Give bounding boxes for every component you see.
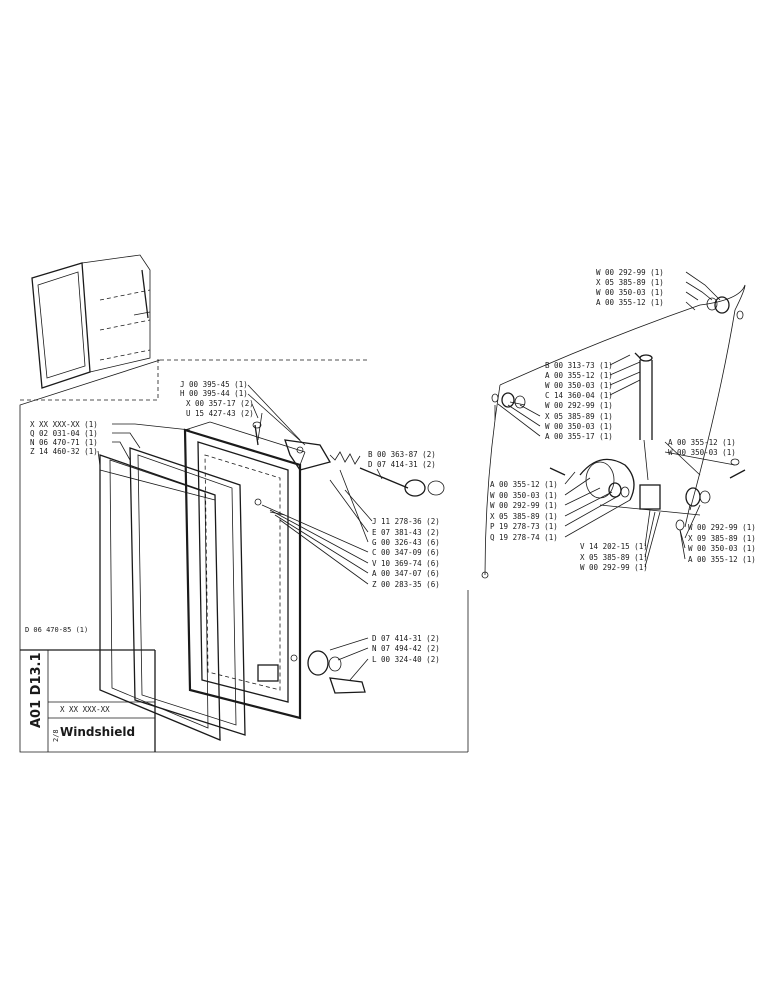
leader-lines-main xyxy=(97,384,383,681)
callout-tr-ll-x05385: X 05 385-89 (1) xyxy=(490,512,558,521)
callout-tr-ra-w00350: W 00 350-03 (1) xyxy=(668,448,736,457)
left-callout-labels: X XX XXX-XX (1) Q 02 031-04 (1) N 06 470… xyxy=(25,420,98,634)
callout-tr-a00355-17: A 00 355-17 (1) xyxy=(545,432,613,441)
right-callout-labels: W 00 292-99 (1) X 05 385-89 (1) W 00 350… xyxy=(490,268,756,572)
callout-tr-a00355: A 00 355-12 (1) xyxy=(596,298,664,307)
callout-e07381: E 07 381-43 (2) xyxy=(372,528,440,537)
callout-tr-mid-w00350-b: W 00 350-03 (1) xyxy=(545,422,613,431)
top-callout-labels: J 00 395-45 (1) H 00 395-44 (1) X 00 357… xyxy=(180,380,436,469)
callout-d07414-top: D 07 414-31 (2) xyxy=(368,460,436,469)
callout-x00357: X 00 357-17 (2) xyxy=(186,399,254,408)
callout-tr-q19278: Q 19 278-74 (1) xyxy=(490,533,558,542)
callout-tr-w00292: W 00 292-99 (1) xyxy=(596,268,664,277)
callout-tr-ll-a00355: A 00 355-12 (1) xyxy=(490,480,558,489)
cable-linkage-illustration xyxy=(481,284,746,579)
page-title: Windshield xyxy=(60,725,135,739)
callout-tr-mid-w00292: W 00 292-99 (1) xyxy=(545,401,613,410)
callout-tr-ll-w00350: W 00 350-03 (1) xyxy=(490,491,558,500)
callout-x-part: X XX XXX-XX (1) xyxy=(30,420,98,429)
callout-a00347: A 00 347-07 (6) xyxy=(372,569,440,578)
title-block: A01 D13.1 2/8 X XX XXX-XX Windshield xyxy=(20,649,156,752)
callout-tr-v14202: V 14 202-15 (1) xyxy=(580,542,648,551)
callout-g00326: G 00 326-43 (6) xyxy=(372,538,440,547)
callout-tr-mid-a00355: A 00 355-12 (1) xyxy=(545,371,613,380)
callout-n07494: N 07 494-42 (2) xyxy=(372,644,440,653)
callout-tr-rb-x09385: X 09 385-89 (1) xyxy=(688,534,756,543)
callout-tr-rb-a00355: A 00 355-12 (1) xyxy=(688,555,756,564)
callout-b00363: B 00 363-87 (2) xyxy=(368,450,436,459)
cab-inset-illustration xyxy=(20,254,159,401)
callout-j11278: J 11 278-36 (2) xyxy=(372,517,440,526)
callout-tr-b-x05385: X 05 385-89 (1) xyxy=(580,553,648,562)
main-drawing-border xyxy=(19,359,469,753)
callout-v10369: V 10 369-74 (6) xyxy=(372,559,440,568)
window-frame-illustration xyxy=(99,421,445,741)
callout-z14460: Z 14 460-32 (1) xyxy=(30,447,98,456)
callout-tr-c14360: C 14 360-04 (1) xyxy=(545,391,613,400)
leader-lines-right xyxy=(497,271,736,568)
sheet-number: 2/8 xyxy=(52,729,60,742)
callout-tr-w00350: W 00 350-03 (1) xyxy=(596,288,664,297)
callout-q02031: Q 02 031-04 (1) xyxy=(30,429,98,438)
callout-tr-rb-w00292: W 00 292-99 (1) xyxy=(688,523,756,532)
callout-c00347: C 00 347-09 (6) xyxy=(372,548,440,557)
callout-tr-rb-w00350: W 00 350-03 (1) xyxy=(688,544,756,553)
callout-z00283: Z 00 283-35 (6) xyxy=(372,580,440,589)
callout-tr-ll-w00292: W 00 292-99 (1) xyxy=(490,501,558,510)
callout-u15427: U 15 427-43 (2) xyxy=(186,409,254,418)
right-column-callout-labels: J 11 278-36 (2) E 07 381-43 (2) G 00 326… xyxy=(372,517,440,664)
callout-tr-mid-w00350: W 00 350-03 (1) xyxy=(545,381,613,390)
callout-tr-x05385: X 05 385-89 (1) xyxy=(596,278,664,287)
callout-h00395: H 00 395-44 (1) xyxy=(180,389,248,398)
callout-j00395: J 00 395-45 (1) xyxy=(180,380,248,389)
callout-tr-ra-a00355: A 00 355-12 (1) xyxy=(668,438,736,447)
callout-l00324: L 00 324-40 (2) xyxy=(372,655,440,664)
callout-d07414-bottom: D 07 414-31 (2) xyxy=(372,634,440,643)
title-part-number: X XX XXX-XX xyxy=(60,705,110,714)
callout-tr-b00313: B 00 313-73 (1) xyxy=(545,361,613,370)
callout-tr-p19278: P 19 278-73 (1) xyxy=(490,522,558,531)
callout-n06470: N 06 470-71 (1) xyxy=(30,438,98,447)
page-code: A01 D13.1 xyxy=(29,652,44,728)
base-assembly-label: D 06 470-85 (1) xyxy=(25,626,88,634)
callout-tr-b-w00292: W 00 292-99 (1) xyxy=(580,563,648,572)
callout-tr-mid-x05385: X 05 385-89 (1) xyxy=(545,412,613,421)
